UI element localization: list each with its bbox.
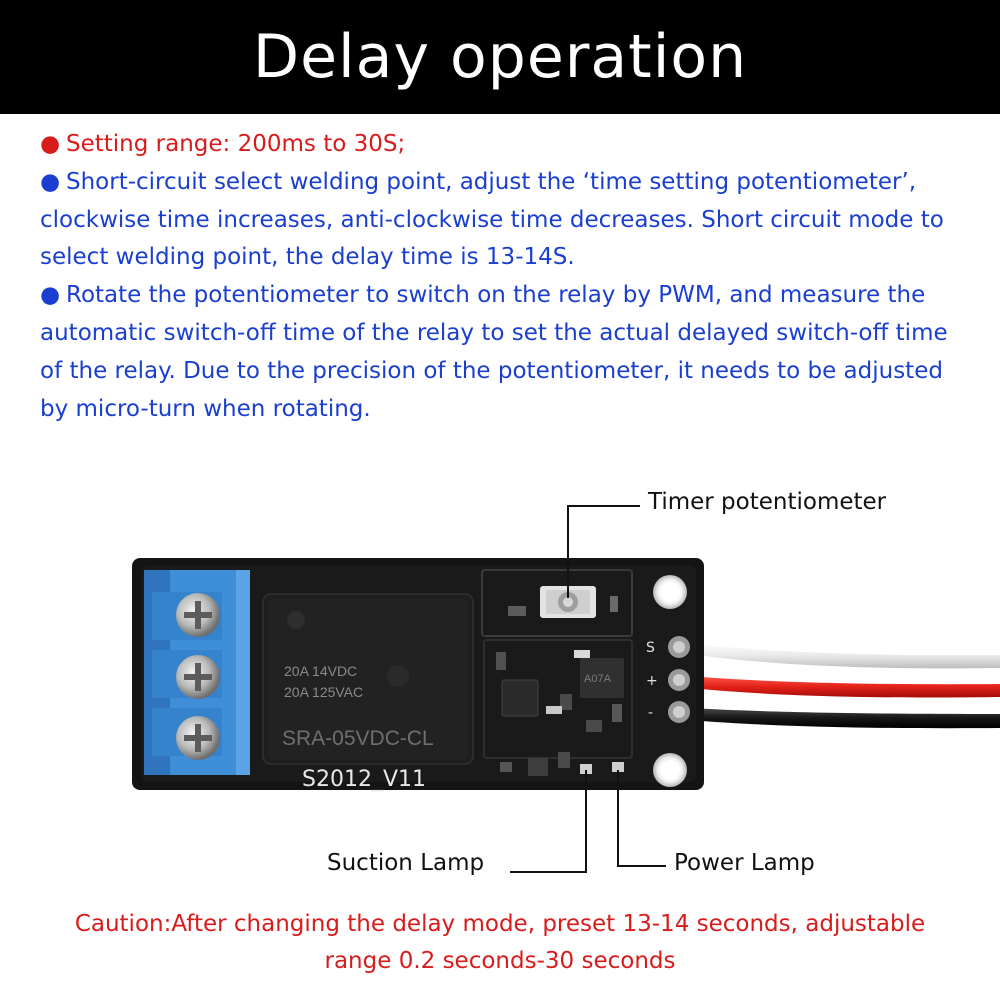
- bullet-text: Short-circuit select welding point, adju…: [40, 168, 944, 271]
- bullet-text: Rotate the potentiometer to switch on th…: [40, 282, 948, 422]
- header-bar: Delay operation: [0, 0, 1000, 114]
- timer-leader-line: [567, 505, 640, 598]
- suction-lamp-led: [580, 764, 592, 774]
- transistor-chip: [580, 658, 624, 698]
- timer-potentiometer-callout: Timer potentiometer: [648, 489, 887, 515]
- ic-chip: [501, 679, 539, 717]
- bullet-short-circuit: ●Short-circuit select welding point, adj…: [40, 164, 970, 277]
- bullet-rotate: ●Rotate the potentiometer to switch on t…: [40, 277, 970, 428]
- caution-note: Caution:After changing the delay mode, p…: [20, 906, 980, 980]
- bullet-dot-icon: ●: [40, 168, 61, 195]
- pin-label-minus: -: [648, 705, 653, 721]
- board-illustration-area: 20A 14VDC 20A 125VAC SRA-05VDC-CL S2012_…: [0, 480, 1000, 900]
- relay-board-illustration: 20A 14VDC 20A 125VAC SRA-05VDC-CL S2012_…: [132, 505, 1000, 873]
- bullet-dot-icon: ●: [40, 131, 61, 157]
- suction-lamp-callout: Suction Lamp: [327, 850, 485, 876]
- bullet-setting-range: ●Setting range: 200ms to 30S;: [40, 126, 970, 164]
- relay-component: 20A 14VDC 20A 125VAC SRA-05VDC-CL: [262, 593, 474, 765]
- bullet-dot-icon: ●: [40, 282, 61, 309]
- pin-label-s: S: [646, 640, 655, 656]
- board-version-label: S2012_V11: [302, 767, 426, 792]
- wire-bundle: [690, 643, 1000, 729]
- description-block: ●Setting range: 200ms to 30S; ●Short-cir…: [40, 126, 970, 428]
- terminal-screw-icon: [176, 655, 220, 699]
- suction-leader-line: [510, 770, 587, 873]
- pin-header: S + -: [646, 636, 690, 723]
- bullet-text: Setting range: 200ms to 30S;: [66, 131, 406, 157]
- pin-label-plus: +: [646, 673, 658, 689]
- screw-terminal-block: [144, 570, 250, 775]
- caution-line-2: range 0.2 seconds-30 seconds: [324, 948, 676, 974]
- page-title: Delay operation: [252, 22, 748, 92]
- relay-model: SRA-05VDC-CL: [282, 727, 434, 750]
- power-lamp-callout: Power Lamp: [674, 850, 815, 876]
- power-lamp-led: [612, 762, 624, 772]
- relay-rating-2: 20A 125VAC: [284, 684, 363, 700]
- terminal-screw-icon: [176, 593, 220, 637]
- relay-rating-1: 20A 14VDC: [284, 663, 357, 679]
- power-leader-line: [617, 770, 666, 867]
- chip-marking: A07A: [584, 673, 612, 685]
- caution-line-1: Caution:After changing the delay mode, p…: [74, 911, 926, 937]
- terminal-screw-icon: [176, 716, 220, 760]
